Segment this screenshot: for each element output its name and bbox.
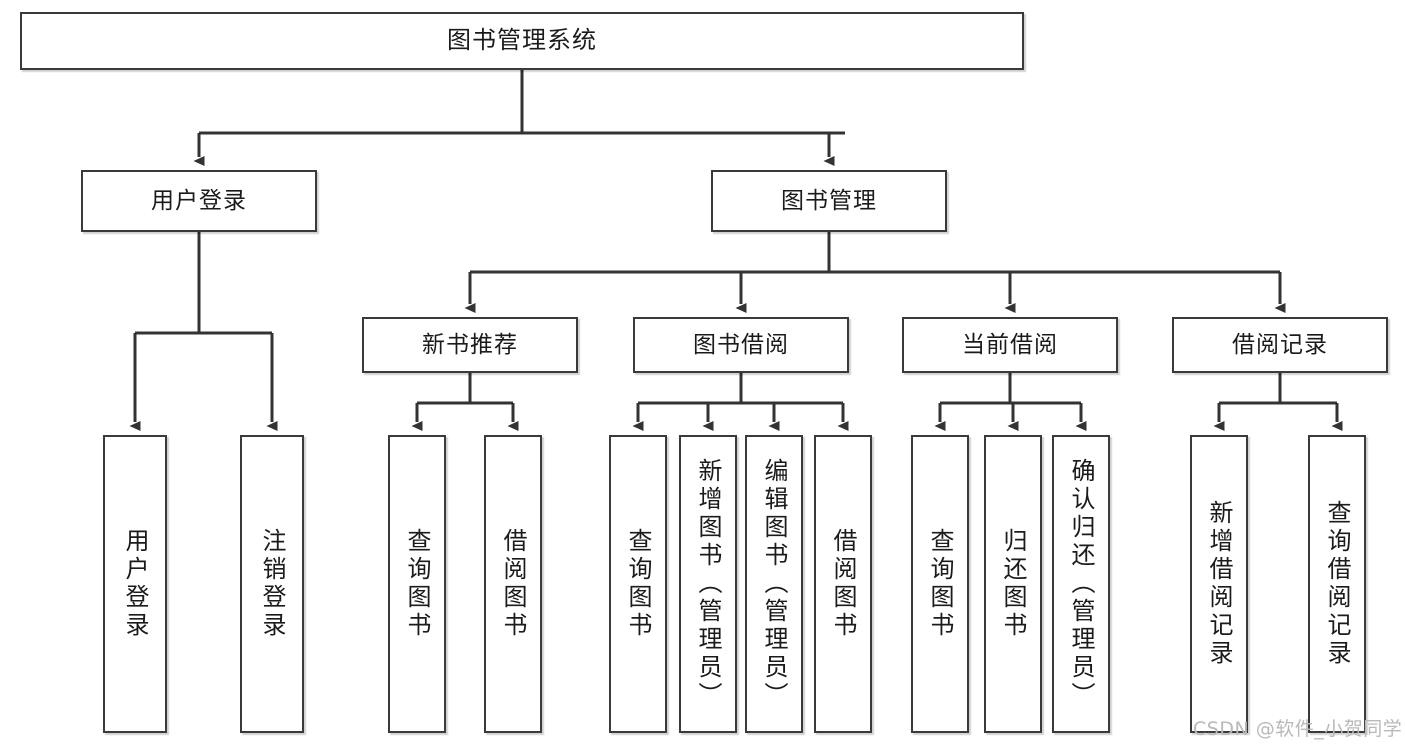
node-leaf-edit-book[interactable]: 编辑图书（管理员） xyxy=(745,435,803,733)
node-leaf-edit-book-label: 编辑图书（管理员） xyxy=(760,458,788,710)
node-leaf-user-login[interactable]: 用户登录 xyxy=(103,435,167,733)
node-leaf-query-book-3-label: 查询图书 xyxy=(926,528,954,640)
node-leaf-borrow-book-2[interactable]: 借阅图书 xyxy=(814,435,872,733)
node-leaf-return-book[interactable]: 归还图书 xyxy=(984,435,1042,733)
node-user-login-label: 用户登录 xyxy=(151,187,247,214)
node-leaf-query-book-1-label: 查询图书 xyxy=(403,528,431,640)
node-borrow-record[interactable]: 借阅记录 xyxy=(1172,317,1388,373)
node-current-borrow[interactable]: 当前借阅 xyxy=(902,317,1118,373)
node-leaf-confirm-return-label: 确认归还（管理员） xyxy=(1067,458,1095,710)
node-leaf-user-login-label: 用户登录 xyxy=(121,528,149,640)
csdn-watermark: CSDN @软件_小贺同学 xyxy=(1193,718,1403,740)
node-new-book-rec[interactable]: 新书推荐 xyxy=(362,317,578,373)
node-current-borrow-label: 当前借阅 xyxy=(962,331,1058,358)
node-leaf-add-book-label: 新增图书（管理员） xyxy=(694,458,722,710)
node-new-book-rec-label: 新书推荐 xyxy=(422,331,518,358)
node-book-manage-label: 图书管理 xyxy=(781,187,877,214)
node-book-borrow[interactable]: 图书借阅 xyxy=(633,317,849,373)
node-leaf-borrow-book-2-label: 借阅图书 xyxy=(829,528,857,640)
node-book-borrow-label: 图书借阅 xyxy=(693,331,789,358)
node-leaf-query-book-1[interactable]: 查询图书 xyxy=(388,435,446,733)
node-leaf-confirm-return[interactable]: 确认归还（管理员） xyxy=(1052,435,1110,733)
node-leaf-return-book-label: 归还图书 xyxy=(999,528,1027,640)
node-leaf-user-logout[interactable]: 注销登录 xyxy=(240,435,304,733)
node-leaf-borrow-book-1-label: 借阅图书 xyxy=(499,528,527,640)
node-leaf-add-record[interactable]: 新增借阅记录 xyxy=(1190,435,1248,733)
node-root[interactable]: 图书管理系统 xyxy=(20,12,1024,70)
node-leaf-query-record-label: 查询借阅记录 xyxy=(1323,500,1351,668)
node-leaf-add-book[interactable]: 新增图书（管理员） xyxy=(679,435,737,733)
node-borrow-record-label: 借阅记录 xyxy=(1232,331,1328,358)
node-leaf-query-book-3[interactable]: 查询图书 xyxy=(911,435,969,733)
node-leaf-user-logout-label: 注销登录 xyxy=(258,528,286,640)
node-leaf-query-record[interactable]: 查询借阅记录 xyxy=(1308,435,1366,733)
node-leaf-borrow-book-1[interactable]: 借阅图书 xyxy=(484,435,542,733)
node-book-manage[interactable]: 图书管理 xyxy=(711,170,947,232)
node-user-login[interactable]: 用户登录 xyxy=(81,170,317,232)
node-leaf-query-book-2-label: 查询图书 xyxy=(624,528,652,640)
node-leaf-query-book-2[interactable]: 查询图书 xyxy=(609,435,667,733)
node-root-label: 图书管理系统 xyxy=(447,26,597,55)
node-leaf-add-record-label: 新增借阅记录 xyxy=(1205,500,1233,668)
